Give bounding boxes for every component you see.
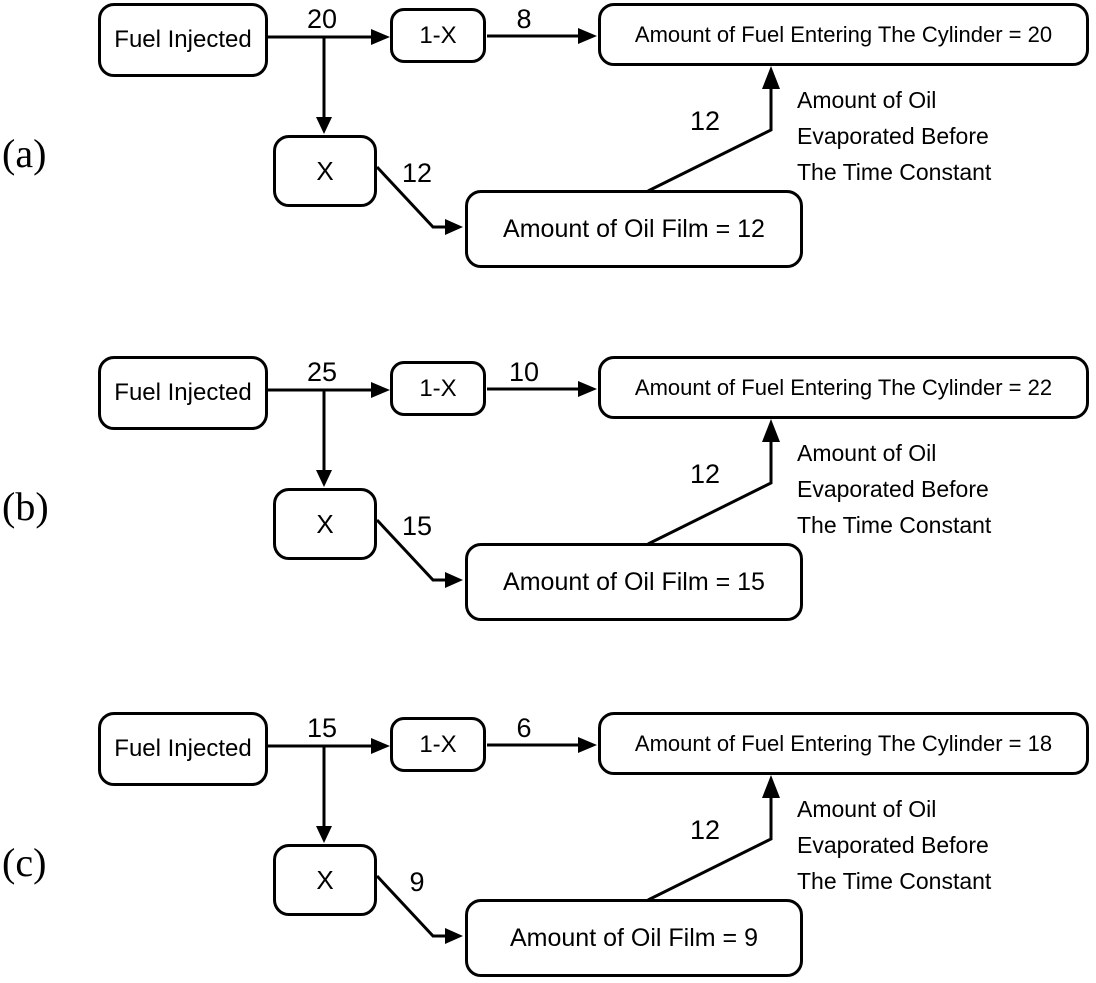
- one-minus-x-box: 1-X: [390, 717, 486, 772]
- fuel-injected-box: Fuel Injected: [98, 712, 268, 786]
- note-line: Evaporated Before: [797, 123, 989, 149]
- arrowhead-x-to-film: [445, 928, 463, 944]
- film-flow-value: 9: [409, 867, 425, 897]
- arrows-layer: [268, 737, 780, 944]
- arrowhead-split-to-cylinder: [578, 737, 597, 753]
- arrows-layer: [268, 381, 780, 588]
- entering-flow-value: 10: [508, 357, 540, 387]
- arrow-x-to-film: [375, 165, 446, 229]
- note-line: Amount of Oil: [797, 796, 937, 822]
- arrows-layer: [268, 28, 780, 235]
- cylinder-box: Amount of Fuel Entering The Cylinder = 1…: [598, 712, 1089, 775]
- arrowhead-branch-down: [316, 117, 332, 134]
- arrow-x-to-film: [375, 874, 446, 938]
- arrowhead-split-to-cylinder: [578, 381, 597, 397]
- oil-film-box: Amount of Oil Film = 9: [465, 899, 803, 977]
- panel-a: (a) Fuel Injected 20 1-X 8 Amount of Fue…: [0, 0, 1096, 300]
- one-minus-x-box: 1-X: [390, 8, 486, 63]
- arrowhead-x-to-film: [445, 572, 463, 588]
- entering-flow-value: 8: [516, 4, 532, 34]
- x-fraction-box: X: [273, 488, 377, 560]
- note-line: Amount of Oil: [797, 440, 937, 466]
- panel-c: (c) Fuel Injected 15 1-X 6 Amount of Fue…: [0, 709, 1096, 983]
- injected-flow-value: 15: [306, 713, 338, 743]
- x-fraction-box: X: [273, 844, 377, 916]
- entering-flow-value: 6: [516, 713, 532, 743]
- arrowhead-split-to-cylinder: [578, 28, 597, 44]
- note-line: The Time Constant: [797, 868, 992, 894]
- panel-label: (b): [2, 484, 49, 529]
- cylinder-box: Amount of Fuel Entering The Cylinder = 2…: [598, 3, 1089, 66]
- arrowhead-film-to-cylinder: [762, 775, 780, 798]
- panel-b: (b) Fuel Injected 25 1-X 10 Amount of Fu…: [0, 353, 1096, 653]
- arrowhead-branch-down: [316, 826, 332, 843]
- film-flow-value: 15: [401, 511, 433, 541]
- oil-film-box: Amount of Oil Film = 12: [465, 190, 803, 268]
- injected-flow-value: 20: [306, 4, 338, 34]
- arrow-x-to-film: [375, 518, 446, 582]
- fuel-injected-box: Fuel Injected: [98, 3, 268, 77]
- arrowhead-fuel-to-split: [371, 738, 390, 754]
- cylinder-box: Amount of Fuel Entering The Cylinder = 2…: [598, 356, 1089, 419]
- note-line: The Time Constant: [797, 159, 992, 185]
- arrowhead-film-to-cylinder: [762, 419, 780, 442]
- evaporated-flow-value: 12: [689, 459, 721, 489]
- arrowhead-fuel-to-split: [371, 29, 390, 45]
- panel-label: (a): [2, 131, 47, 176]
- evaporation-note: Amount of Oil Evaporated Before The Time…: [797, 791, 991, 899]
- note-line: Amount of Oil: [797, 87, 937, 113]
- evaporated-flow-value: 12: [689, 106, 721, 136]
- arrowhead-x-to-film: [445, 219, 463, 235]
- fuel-injected-box: Fuel Injected: [98, 356, 268, 430]
- film-flow-value: 12: [401, 158, 433, 188]
- arrowhead-branch-down: [316, 470, 332, 487]
- panel-label: (c): [2, 840, 47, 885]
- one-minus-x-box: 1-X: [390, 361, 486, 416]
- evaporation-note: Amount of Oil Evaporated Before The Time…: [797, 82, 991, 190]
- oil-film-box: Amount of Oil Film = 15: [465, 543, 803, 621]
- evaporation-note: Amount of Oil Evaporated Before The Time…: [797, 435, 991, 543]
- injected-flow-value: 25: [306, 357, 338, 387]
- arrow-film-to-cylinder: [647, 797, 773, 902]
- arrowhead-fuel-to-split: [371, 382, 390, 398]
- evaporated-flow-value: 12: [689, 815, 721, 845]
- arrowhead-film-to-cylinder: [762, 66, 780, 89]
- arrow-film-to-cylinder: [647, 88, 773, 193]
- note-line: The Time Constant: [797, 512, 992, 538]
- x-fraction-box: X: [273, 135, 377, 207]
- note-line: Evaporated Before: [797, 832, 989, 858]
- arrow-film-to-cylinder: [647, 441, 773, 546]
- note-line: Evaporated Before: [797, 476, 989, 502]
